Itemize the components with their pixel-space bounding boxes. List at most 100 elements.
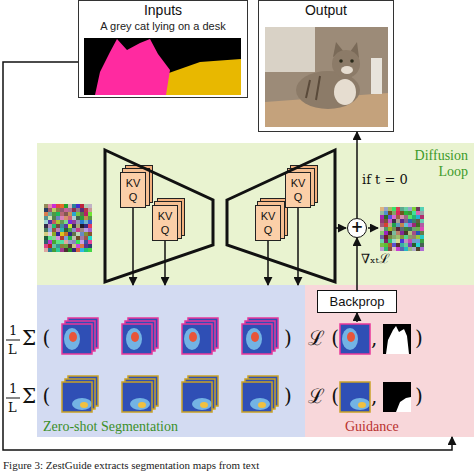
noise-pixel: [380, 231, 384, 235]
noise-pixel: [396, 219, 400, 223]
noise-pixel: [64, 244, 68, 248]
noise-pixel: [72, 216, 76, 220]
noise-pixel: [60, 240, 64, 244]
noise-pixel: [416, 219, 420, 223]
noise-pixel: [44, 216, 48, 220]
noise-pixel: [400, 227, 404, 231]
noise-pixel: [72, 232, 76, 236]
noise-pixel: [404, 235, 408, 239]
noise-pixel: [48, 228, 52, 232]
heatmap-blob: [138, 402, 146, 408]
noise-pixel: [44, 236, 48, 240]
noise-pixel: [420, 247, 424, 251]
formula-text: 1: [9, 380, 17, 397]
noise-pixel: [80, 232, 84, 236]
heatmap-border: [242, 382, 272, 412]
noise-pixel: [84, 204, 88, 208]
noise-pixel: [400, 211, 404, 215]
noise-pixel: [72, 236, 76, 240]
attention-block: KV Q: [152, 205, 178, 241]
noise-pixel: [380, 207, 384, 211]
noise-pixel: [408, 223, 412, 227]
noise-pixel: [412, 243, 416, 247]
node-text: KV Q: [289, 173, 307, 204]
diffusion-loop-band: Diffusion LoopKV QKV QKV QKV Q+: [37, 143, 474, 285]
cat-head: [332, 50, 360, 78]
unet-decoder: [227, 150, 335, 282]
noise-pixel: [416, 223, 420, 227]
noise-pixel: [52, 204, 56, 208]
noise-pixel: [416, 207, 420, 211]
connector-arrow: [267, 241, 269, 285]
noise-pixel: [56, 224, 60, 228]
noise-pixel: [404, 227, 408, 231]
heatmap-border: [122, 324, 152, 354]
noise-pixel: [72, 204, 76, 208]
noise-pixel: [420, 219, 424, 223]
noise-pixel: [88, 236, 92, 240]
noise-pixel: [88, 244, 92, 248]
noise-pixel: [420, 227, 424, 231]
heatmap-blob: [347, 332, 355, 342]
noise-pixel: [420, 239, 424, 243]
heatmap: [182, 382, 212, 412]
cat-stripe: [306, 80, 310, 98]
noise-pixel: [384, 227, 388, 231]
noise-pixel: [56, 232, 60, 236]
noise-pixel: [388, 239, 392, 243]
heatmap-blob: [126, 328, 142, 350]
noise-pixel: [76, 240, 80, 244]
cat-ear: [350, 42, 359, 58]
noise-pixel: [392, 247, 396, 251]
noise-pixel: [420, 211, 424, 215]
noise-pixel: [420, 207, 424, 211]
heatmap-frame: [245, 321, 275, 351]
noise-pixel: [416, 239, 420, 243]
noise-pixel: [412, 235, 416, 239]
noise-pixel: [420, 215, 424, 219]
noise-pixel: [56, 236, 60, 240]
connector-arrow: [356, 132, 358, 218]
target-mask: [383, 382, 411, 412]
noise-pixel: [80, 248, 84, 252]
noise-pixel: [412, 211, 416, 215]
heatmap: [122, 324, 152, 354]
noise-pixel: [396, 239, 400, 243]
target-mask-shape: [396, 397, 411, 412]
noise-pixel: [412, 219, 416, 223]
noise-pixel: [56, 244, 60, 248]
noise-pixel: [408, 239, 412, 243]
node-text: Zero-shot Segmentation: [43, 419, 178, 435]
noise-pixel: [88, 204, 92, 208]
noise-pixel: [48, 216, 52, 220]
heatmap-blob: [189, 332, 197, 342]
noise-pixel: [396, 231, 400, 235]
heatmap-frame: [185, 321, 215, 351]
noise-pixel: [408, 231, 412, 235]
heatmap-blob: [64, 328, 80, 350]
noise-pixel: [408, 215, 412, 219]
noise-pixel: [384, 247, 388, 251]
cat-body: [296, 71, 360, 109]
noise-pixel: [72, 224, 76, 228]
noise-pixel: [68, 216, 72, 220]
noise-pixel: [72, 220, 76, 224]
noise-pixel: [64, 220, 68, 224]
noise-pixel: [388, 247, 392, 251]
noise-pixel: [44, 220, 48, 224]
noise-pixel: [68, 244, 72, 248]
noise-pixel: [392, 231, 396, 235]
noise-pixel: [380, 247, 384, 251]
heatmap-frame: [65, 321, 95, 351]
noise-pixel: [64, 212, 68, 216]
noise-pixel: [44, 204, 48, 208]
noise-pixel: [52, 240, 56, 244]
flow-arrow: [356, 313, 358, 322]
noise-pixel: [88, 216, 92, 220]
node-text: Inputs: [79, 2, 247, 18]
heatmap-blob: [192, 398, 212, 410]
noise-pixel: [56, 220, 60, 224]
attention-block: KV Q: [120, 172, 146, 208]
heatmap: [182, 324, 212, 354]
noise-pixel: [396, 243, 400, 247]
